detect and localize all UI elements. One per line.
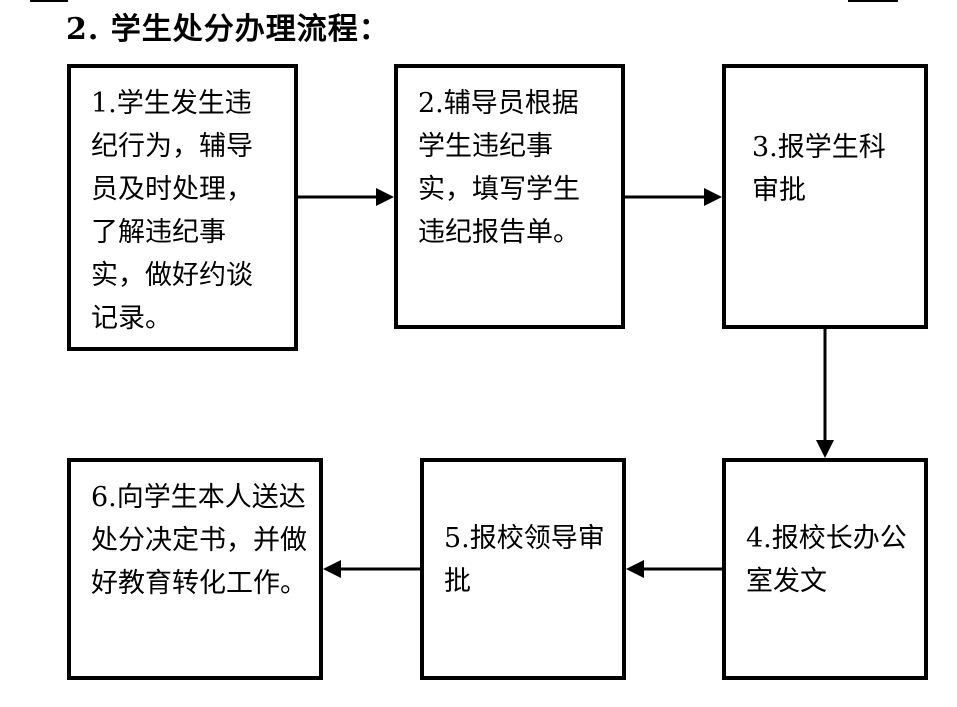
top-rule-left <box>30 0 68 2</box>
step-6-text: 6.向学生本人送达处分决定书，并做好教育转化工作。 <box>91 482 307 599</box>
step-2-text: 2.辅导员根据学生违纪事实，填写学生违纪报告单。 <box>418 88 580 248</box>
arrow-step5-to-step6 <box>323 560 420 578</box>
step-3-text: 3.报学生科审批 <box>752 132 886 206</box>
step-5-text: 5.报校领导审批 <box>444 523 605 597</box>
arrow-step3-to-step4 <box>816 329 834 458</box>
step-3-box: 3.报学生科审批 <box>722 64 928 329</box>
step-5-box: 5.报校领导审批 <box>420 458 626 680</box>
arrow-step4-to-step5 <box>626 560 722 578</box>
arrow-step1-to-step2 <box>298 188 394 206</box>
step-6-box: 6.向学生本人送达处分决定书，并做好教育转化工作。 <box>67 458 323 680</box>
step-1-box: 1.学生发生违纪行为，辅导员及时处理，了解违纪事实，做好约谈记录。 <box>67 64 298 351</box>
top-rule-right <box>848 0 898 2</box>
page-title: 2. 学生处分办理流程： <box>66 12 390 47</box>
step-1-text: 1.学生发生违纪行为，辅导员及时处理，了解违纪事实，做好约谈记录。 <box>91 88 253 334</box>
step-4-box: 4.报校长办公室发文 <box>722 458 928 680</box>
step-4-text: 4.报校长办公室发文 <box>746 523 907 597</box>
step-2-box: 2.辅导员根据学生违纪事实，填写学生违纪报告单。 <box>394 64 625 329</box>
arrow-step2-to-step3 <box>625 188 722 206</box>
